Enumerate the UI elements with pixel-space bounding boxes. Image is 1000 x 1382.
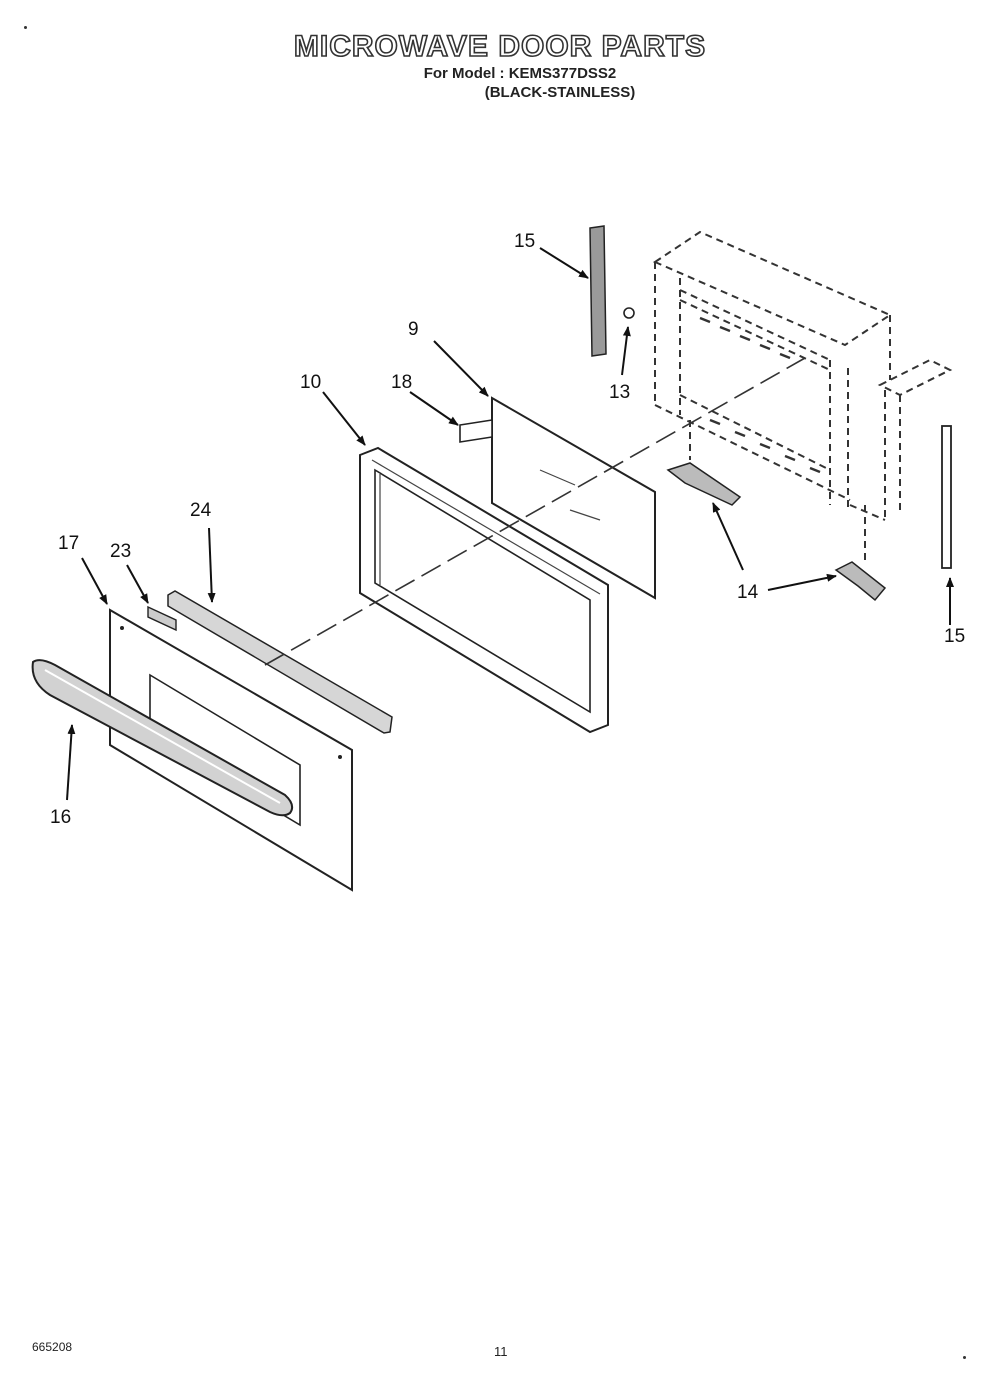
- model-number: For Model : KEMS377DSS2: [423, 65, 617, 82]
- callout-24: 24: [190, 500, 212, 521]
- callout-17: 17: [58, 533, 79, 554]
- page-number: 11: [494, 1344, 508, 1359]
- callout-9: 9: [408, 319, 419, 340]
- hinge-bracket-upper: [666, 462, 742, 506]
- cabinet-frame: [652, 230, 953, 560]
- color-variant: (BLACK-STAINLESS): [484, 84, 636, 101]
- hinge-bracket-lower: [834, 561, 887, 602]
- trim-strip: [167, 590, 393, 734]
- screw: [623, 307, 635, 319]
- callout-14: 14: [737, 582, 759, 603]
- scan-speck-top: [24, 26, 27, 29]
- callout-15-bottom: 15: [944, 626, 965, 647]
- callout-15-top: 15: [514, 231, 535, 252]
- callout-16: 16: [50, 807, 71, 828]
- callout-23: 23: [110, 541, 131, 562]
- door-glass: [491, 396, 656, 600]
- scan-speck-bottom: [963, 1356, 966, 1359]
- door-outer-panel: [109, 608, 353, 892]
- glass-sheet: [459, 419, 493, 443]
- page-title: MICROWAVE DOOR PARTS: [293, 29, 707, 64]
- door-frame: [359, 446, 609, 734]
- leader-arrows: [66, 247, 954, 801]
- label-plate: [147, 605, 177, 632]
- document-number: 665208: [32, 1340, 73, 1354]
- hinge-rod-right: [941, 425, 952, 569]
- callout-13: 13: [609, 382, 630, 403]
- callout-10: 10: [300, 372, 321, 393]
- hinge-rod-top: [589, 225, 607, 357]
- cabinet-slots: [699, 316, 821, 474]
- callout-18: 18: [391, 372, 412, 393]
- alignment-line: [264, 357, 806, 666]
- door-handle-highlight: [44, 669, 281, 804]
- page-header: MICROWAVE DOOR PARTS For Model : KEMS377…: [0, 29, 1000, 102]
